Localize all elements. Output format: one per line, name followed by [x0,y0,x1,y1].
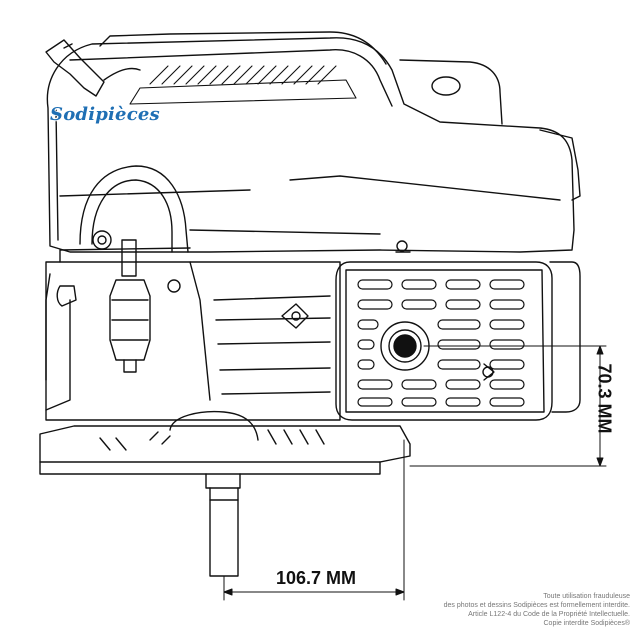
throttle-bracket [79,165,189,277]
copyright-notice: Toute utilisation frauduleuse des photos… [444,592,630,628]
notice-line-1: Toute utilisation frauduleuse [543,593,630,600]
muffler [335,240,581,421]
dimension-vertical [409,345,607,467]
fuel-filter [56,279,181,373]
spark-lead [45,39,141,97]
notice-line-3: Article L122-4 du Code de la Propriété I… [468,611,630,618]
dimension-horizontal [223,439,405,601]
notice-line-2: des photos et dessins Sodipièces est for… [443,602,630,609]
notice-line-4: Copie interdite Sodipièces® [543,620,631,627]
dimension-label-70-3: 70.3 MM [594,363,615,434]
engine-top-cover [46,31,581,253]
crankshaft [205,473,241,577]
sodipieces-logo: Sodipièces [50,104,160,125]
dimension-label-106-7: 106.7 MM [276,568,357,588]
engine-block [45,247,341,421]
mounting-base [39,410,411,475]
